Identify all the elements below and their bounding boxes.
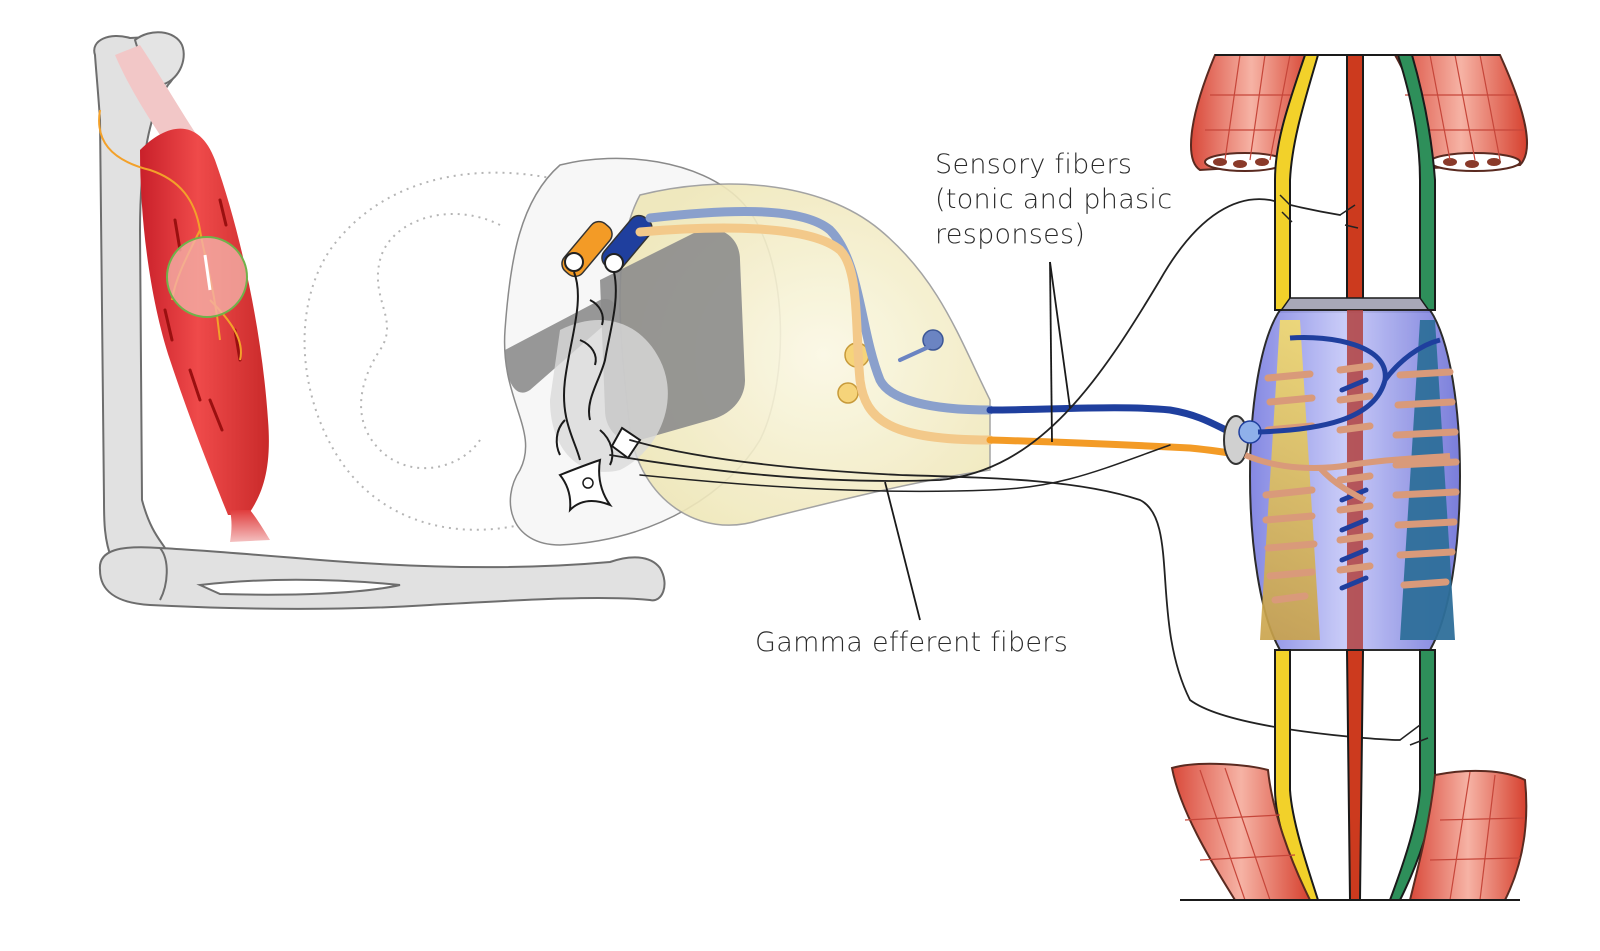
pointer-sensory-blue — [1049, 261, 1071, 409]
gray-matter-ghost-outline — [360, 212, 501, 470]
ulna-radius-gap — [196, 578, 401, 596]
biceps-tendon-lower — [230, 510, 270, 542]
interneuron-branches — [555, 271, 617, 466]
fascicle-grid-bottom — [1184, 767, 1526, 901]
intrafusal-fiber-red-lower — [1345, 649, 1365, 901]
intrafusal-fiber-green-upper — [1396, 54, 1436, 311]
gamma-efferent-fibers-label: Gamma efferent fibers — [755, 627, 1069, 658]
elbow-joint-line — [159, 547, 168, 601]
intrafusal-fiber-red-upper — [1346, 54, 1364, 311]
primary-ending-blue-loop — [1257, 335, 1441, 435]
nuclear-bag-fiber-2 — [1400, 320, 1455, 640]
gamma-motor-endplates — [1279, 194, 1429, 746]
spinal-cord-cross-section — [303, 157, 991, 546]
root-cut-end-orange — [564, 252, 584, 272]
biceps-muscle — [140, 128, 269, 516]
muscle-spindle — [1170, 54, 1529, 901]
label-pointer-lines — [884, 261, 1071, 621]
dorsal-root-ganglion-cell-light — [837, 382, 859, 404]
sensory-fibers-label-line-1: Sensory fibers — [935, 149, 1133, 180]
spinal-cord-ghost-outline — [303, 171, 561, 531]
fascicle-fibers-right — [1443, 158, 1501, 168]
fascicle-fibers-left — [1213, 158, 1269, 168]
forearm-bones — [98, 546, 666, 610]
sensory-fibers-label: Sensory fibers (tonic and phasic respons… — [935, 147, 1172, 252]
sensory-fiber-orange-central — [635, 223, 995, 445]
sensory-fiber-blue — [986, 404, 1234, 436]
gamma-efferent-fiber-2 — [609, 198, 1341, 482]
sensory-fiber-orange — [986, 436, 1244, 459]
extrafusal-fascicle-bottom-right — [1408, 769, 1528, 901]
pointer-gamma — [884, 481, 921, 621]
alpha-motor-neuron — [558, 458, 613, 513]
nerve-fibers — [609, 198, 1401, 741]
pointer-sensory-orange — [1049, 261, 1053, 443]
sensory-fibers-label-line-3: responses) — [935, 219, 1086, 250]
arm-illustration — [93, 31, 666, 610]
extrafusal-fascicle-bottom-left — [1170, 762, 1312, 901]
root-cut-end-blue — [604, 253, 624, 273]
gamma-efferent-fiber-1 — [629, 439, 1401, 741]
fascicle-grid-top — [1205, 54, 1525, 161]
biceps-tendon-upper — [115, 45, 200, 150]
gamma-efferent-fiber-3 — [639, 444, 1171, 493]
annulospiral-endings — [1262, 362, 1460, 604]
muscle-striations — [163, 198, 242, 432]
sensory-ganglion-stem-blue — [898, 343, 935, 362]
neuron-nucleus — [582, 477, 594, 489]
sensory-fibers-label-line-2: (tonic and phasic — [935, 184, 1173, 215]
secondary-endings — [1339, 377, 1369, 591]
dorsal-root-ganglion-cell-blue — [922, 329, 944, 351]
marker-highlight — [203, 254, 212, 291]
primary-ending-orange-branches — [1243, 452, 1451, 503]
sensory-node — [1238, 420, 1262, 444]
gray-matter-light — [550, 320, 668, 472]
